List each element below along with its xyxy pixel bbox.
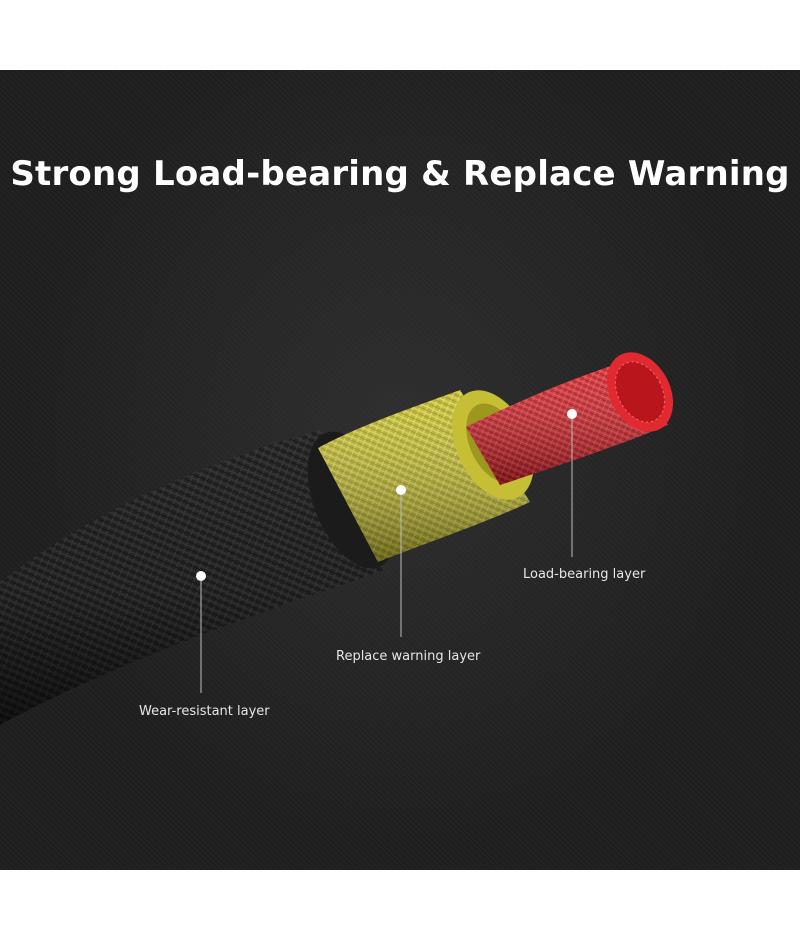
replace-warning-label: Replace warning layer (336, 649, 481, 664)
replace-warning-marker (396, 485, 406, 495)
product-panel: Strong Load-bearing & Replace Warning (0, 70, 800, 870)
page-title: Strong Load-bearing & Replace Warning (10, 154, 790, 194)
load-bearing-marker (567, 409, 577, 419)
cable-cross-section-illustration (0, 352, 674, 725)
load-bearing-label: Load-bearing layer (523, 567, 646, 582)
wear-resistant-marker (196, 571, 206, 581)
wear-resistant-label: Wear-resistant layer (139, 704, 270, 719)
load-bearing-core-shape (466, 352, 674, 485)
